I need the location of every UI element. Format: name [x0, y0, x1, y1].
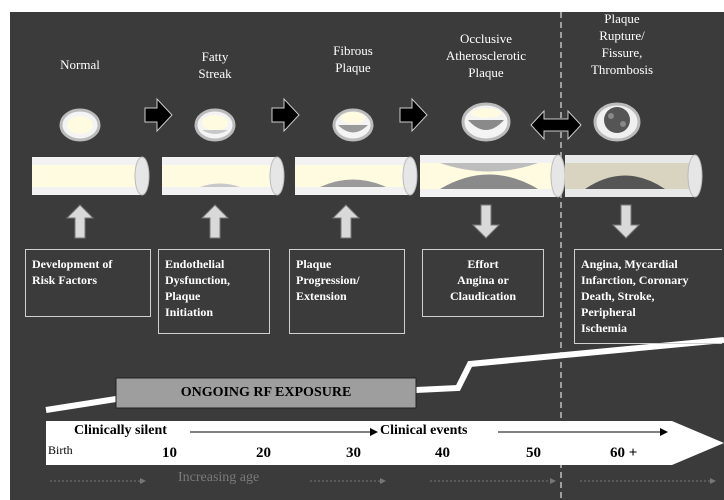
- description-box-clinical-events: Angina, Mycardial Infarction, Coronary D…: [574, 249, 722, 344]
- stage-title-fatty-streak: Fatty Streak: [198, 49, 232, 81]
- clinically-silent-label: Clinically silent: [74, 423, 167, 438]
- age-tick-10: 10: [162, 445, 177, 461]
- age-tick-birth: Birth: [48, 443, 73, 457]
- age-tick-40: 40: [435, 445, 450, 461]
- exposure-label: ONGOING RF EXPOSURE: [180, 385, 352, 400]
- vessel-rupture-icon: [565, 154, 703, 198]
- age-tick-60-plus: 60 +: [610, 445, 638, 461]
- progression-arrow-icon: [271, 97, 300, 133]
- vessel-normal-icon: [32, 156, 150, 196]
- up-arrow-icon: [331, 204, 361, 239]
- cross-section-occlusive-plaque-icon: [461, 102, 511, 142]
- risk-trend-line: [45, 337, 724, 413]
- description-box-risk-factors: Development of Risk Factors: [25, 249, 151, 317]
- down-arrow-icon: [611, 204, 641, 239]
- cross-section-rupture-icon: [593, 102, 641, 142]
- increasing-age-label: Increasing age: [178, 470, 260, 485]
- stage-title-fibrous-plaque: Fibrous Plaque: [333, 43, 373, 75]
- stage-title-occlusive-plaque: Occlusive Atherosclerotic Plaque: [445, 31, 527, 80]
- age-tick-30: 30: [346, 445, 361, 461]
- age-tick-50: 50: [526, 445, 541, 461]
- stage-title-rupture: Plaque Rupture/ Fissure, Thrombosis: [590, 12, 654, 77]
- vessel-fibrous-plaque-icon: [295, 156, 418, 196]
- up-arrow-icon: [200, 204, 230, 239]
- age-tick-20: 20: [256, 445, 271, 461]
- exposure-bar: [115, 377, 417, 409]
- description-box-plaque-progression: Plaque Progression/ Extension: [289, 249, 405, 334]
- stage-title-normal: Normal: [60, 57, 100, 72]
- vessel-fatty-streak-icon: [162, 156, 285, 196]
- up-arrow-icon: [65, 204, 95, 239]
- double-arrow-icon: [530, 109, 582, 141]
- progression-arrow-icon: [399, 97, 428, 133]
- cross-section-fatty-streak-icon: [194, 108, 236, 142]
- progression-arrow-icon: [144, 97, 173, 133]
- description-box-effort-angina: Effort Angina or Claudication: [422, 249, 544, 317]
- cross-section-normal-icon: [59, 108, 101, 142]
- vessel-occlusive-plaque-icon: [420, 154, 566, 198]
- description-box-endothelial: Endothelial Dysfunction, Plaque Initiati…: [158, 249, 270, 334]
- cross-section-fibrous-plaque-icon: [332, 108, 374, 142]
- diagram-panel: Normal Fatty Streak Fibrous Plaque Occlu…: [10, 12, 724, 500]
- clinical-events-label: Clinical events: [380, 423, 468, 438]
- down-arrow-icon: [471, 204, 501, 239]
- diagram-graphics: [32, 12, 724, 500]
